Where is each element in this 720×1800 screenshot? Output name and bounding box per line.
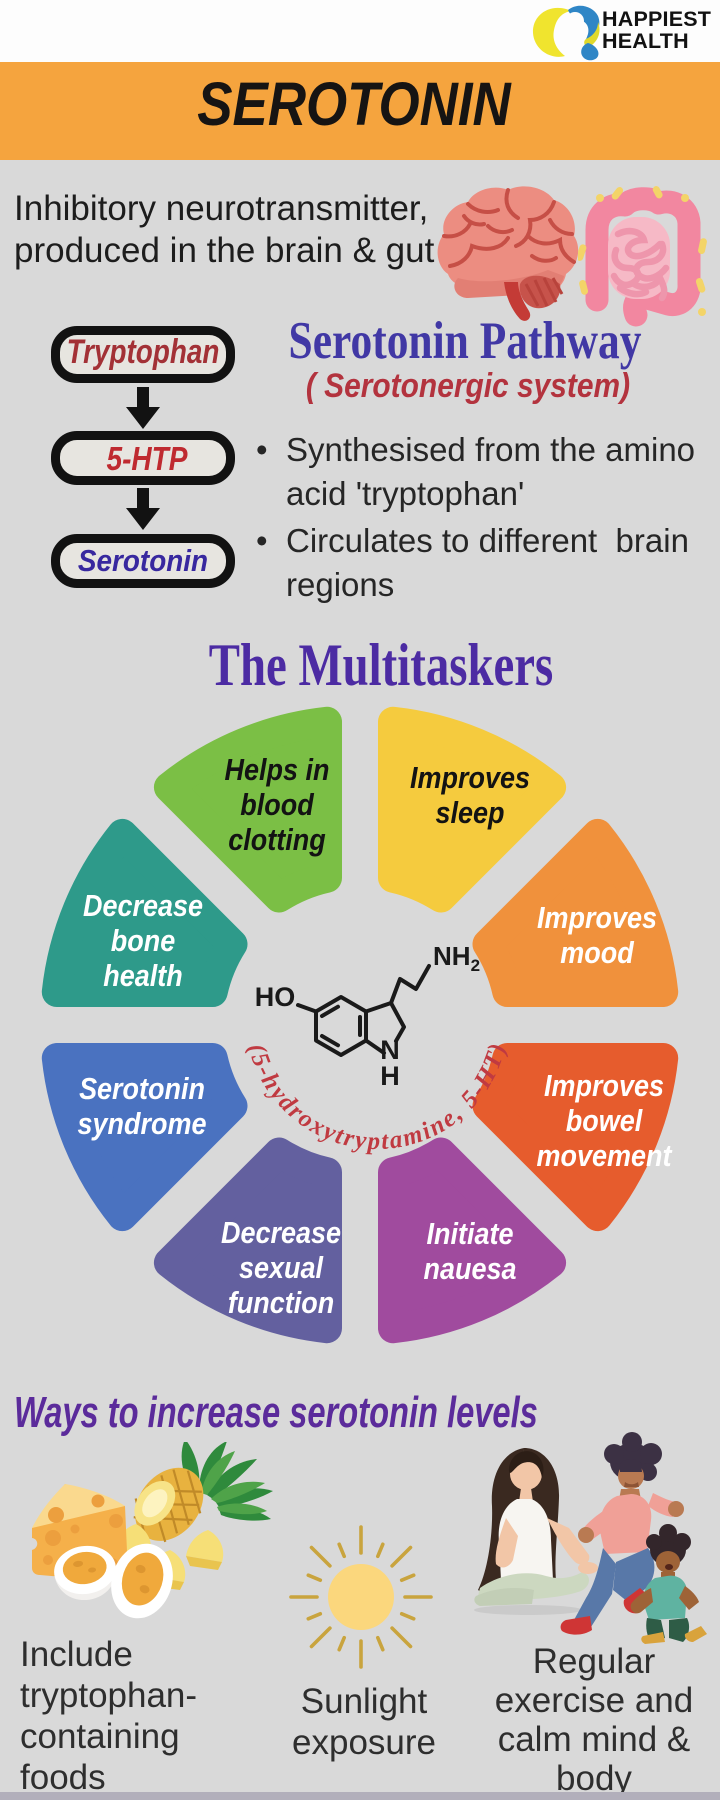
svg-text:H: H	[380, 1061, 400, 1091]
svg-text:NH2: NH2	[433, 941, 480, 975]
svg-text:N: N	[380, 1035, 400, 1065]
svg-text:(5-hydroxytryptamine, 5-HT): (5-hydroxytryptamine, 5-HT)	[243, 1041, 510, 1155]
svg-text:HO: HO	[255, 982, 296, 1012]
